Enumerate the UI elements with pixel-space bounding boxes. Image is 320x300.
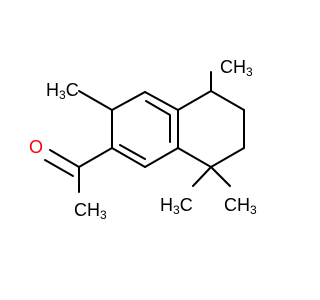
methyl-label-acetyl: CH3 (74, 200, 107, 222)
bond-aromatic-4 (111, 147, 146, 168)
bond-aromatic-1 (144, 91, 179, 111)
saturated-ring (177, 90, 245, 168)
bond-aromatic-inner-top (145, 100, 171, 116)
bond-carbonyl-2 (44, 159, 74, 177)
methyl-label-gem-right: CH3 (224, 195, 257, 217)
bond-aromatic-3 (144, 147, 179, 168)
bond-aromatic-6 (111, 91, 146, 111)
bond-gem-left (192, 166, 212, 187)
methyl-label-ring-top-left: H3C (46, 80, 79, 102)
bond-saturated-2 (210, 90, 245, 111)
bond-aromatic-inner-bottom-left (119, 144, 146, 160)
chemical-structure-canvas: H3C CH3 O CH3 H3C CH3 (29, 56, 257, 223)
methyl-label-top-right: CH3 (220, 57, 253, 79)
bond-carbonyl-1 (49, 149, 80, 168)
bond-saturated-4 (210, 147, 245, 168)
bond-acetyl-link (78, 147, 113, 168)
bond-gem-right (210, 166, 231, 187)
aromatic-ring (111, 91, 179, 168)
bond-ring-methyl-top-left (78, 90, 113, 111)
molecule-diagram: H3C CH3 O CH3 H3C CH3 (29, 57, 257, 222)
methyl-label-gem-left: H3C (160, 195, 193, 217)
oxygen-label: O (29, 137, 43, 157)
bond-saturated-1 (177, 90, 212, 111)
bond-saturated-5 (177, 147, 212, 168)
substituent-bonds (44, 71, 231, 193)
